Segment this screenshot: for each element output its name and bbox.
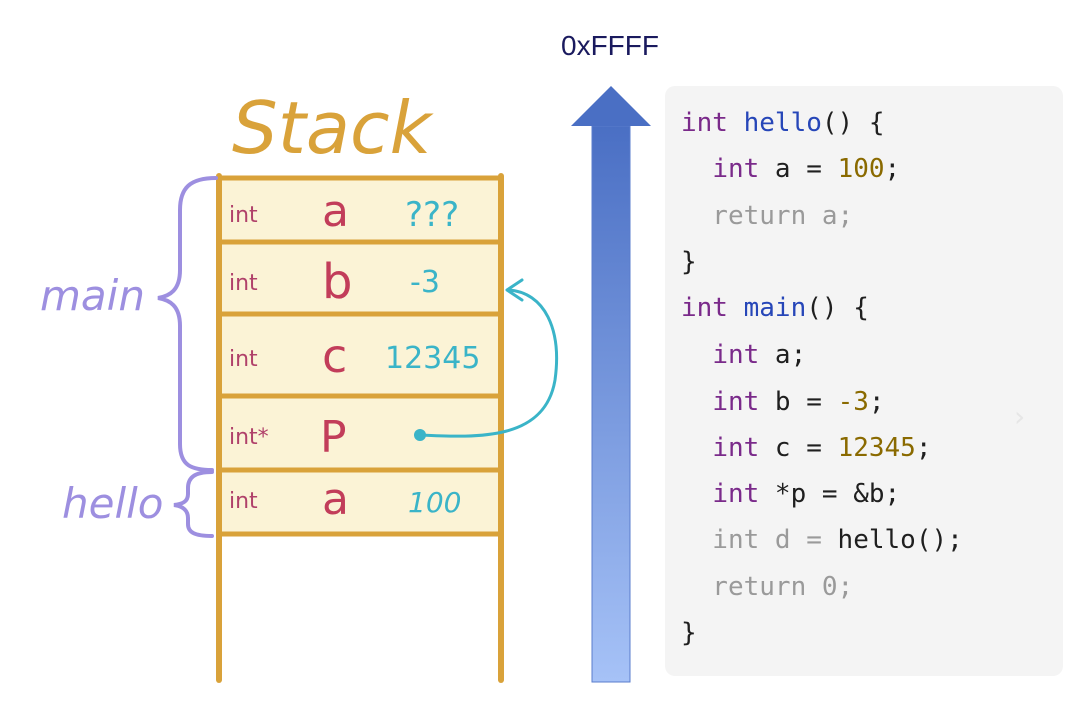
stack-slot-2-bg bbox=[219, 314, 501, 396]
code-token: hello(); bbox=[837, 525, 963, 555]
code-line: int d = hello(); bbox=[681, 517, 963, 563]
code-token: int bbox=[712, 340, 760, 370]
code-token: b = bbox=[759, 387, 838, 417]
frame-label-main: main bbox=[40, 271, 145, 320]
code-token: } bbox=[681, 247, 697, 277]
hello-brace bbox=[173, 470, 214, 538]
slot-name: b bbox=[322, 254, 352, 310]
address-arrow bbox=[571, 86, 651, 683]
code-token: -3 bbox=[837, 387, 869, 417]
code-token bbox=[681, 433, 712, 463]
address-label: 0xFFFF bbox=[561, 30, 659, 61]
stack-slot-1-bg bbox=[219, 242, 501, 314]
slot-name: P bbox=[320, 412, 347, 463]
stack-slot-2: int c 12345 bbox=[229, 329, 480, 383]
code-token: int d = bbox=[681, 525, 838, 555]
code-line: int *p = &b; bbox=[681, 471, 900, 517]
stack-slot-1: int b -3 bbox=[229, 254, 440, 310]
code-token: 12345 bbox=[837, 433, 916, 463]
code-line: } bbox=[681, 239, 697, 285]
stack-slot-3: int* P bbox=[229, 412, 426, 463]
stack-title: Stack bbox=[232, 86, 435, 170]
stack-slot-3-bg bbox=[219, 396, 501, 470]
code-token bbox=[681, 479, 712, 509]
code-line: int main() { bbox=[681, 285, 869, 331]
code-token: int bbox=[712, 479, 760, 509]
code-token: ; bbox=[884, 154, 901, 184]
code-line: int b = -3; bbox=[681, 379, 885, 425]
code-line: return a; bbox=[681, 193, 853, 239]
slot-value: ??? bbox=[405, 195, 459, 235]
code-line: return 0; bbox=[681, 564, 853, 610]
slot-type: int bbox=[229, 203, 258, 228]
code-token: int bbox=[712, 387, 760, 417]
code-token: c = bbox=[759, 433, 838, 463]
stack-slot-4: int a 100 bbox=[229, 474, 461, 525]
slot-type: int bbox=[229, 347, 258, 372]
slot-type: int bbox=[229, 489, 258, 514]
stack-slot-0-bg bbox=[219, 178, 501, 242]
code-token: a = bbox=[759, 154, 838, 184]
stack-slot-0: int a ??? bbox=[229, 186, 459, 237]
code-token: *p = &b; bbox=[759, 479, 901, 509]
code-token bbox=[681, 340, 712, 370]
stack-frame bbox=[216, 173, 504, 683]
code-line: int a = 100; bbox=[681, 146, 900, 192]
code-token: } bbox=[681, 618, 697, 648]
pointer-arrow bbox=[418, 288, 559, 438]
code-token: main bbox=[743, 293, 807, 323]
code-token: return a; bbox=[681, 201, 854, 231]
code-token: int bbox=[712, 154, 760, 184]
code-token: int bbox=[681, 108, 728, 138]
code-token: return 0; bbox=[681, 572, 854, 602]
code-token: int bbox=[681, 293, 728, 323]
slot-name: c bbox=[322, 329, 347, 383]
slot-name: a bbox=[322, 186, 349, 237]
code-panel: int hello() { int a = 100; return a;}int… bbox=[665, 86, 1063, 676]
code-line: int hello() { bbox=[681, 100, 885, 146]
stack-slot-4-bg bbox=[219, 470, 501, 534]
code-token bbox=[728, 293, 744, 323]
code-token bbox=[728, 108, 744, 138]
code-line: } bbox=[681, 610, 697, 656]
slot-value: -3 bbox=[410, 265, 440, 300]
code-token: ; bbox=[868, 387, 885, 417]
chevron-right-icon: › bbox=[1014, 400, 1026, 433]
code-line: int c = 12345; bbox=[681, 425, 932, 471]
code-token: hello bbox=[743, 108, 822, 138]
code-token: () { bbox=[806, 293, 869, 323]
slot-value: 12345 bbox=[385, 341, 480, 376]
slot-type: int bbox=[229, 271, 258, 296]
code-token bbox=[681, 387, 712, 417]
code-token bbox=[681, 154, 712, 184]
code-line: int a; bbox=[681, 332, 806, 378]
code-token: 100 bbox=[837, 154, 885, 184]
slot-type: int* bbox=[229, 425, 269, 450]
code-token: () { bbox=[821, 108, 885, 138]
frame-label-hello: hello bbox=[62, 479, 164, 528]
pointer-arrowhead bbox=[505, 278, 524, 302]
main-brace bbox=[157, 176, 218, 472]
slot-name: a bbox=[322, 474, 349, 525]
code-token: a; bbox=[759, 340, 807, 370]
code-token: int bbox=[712, 433, 760, 463]
slot-value: 100 bbox=[408, 486, 461, 519]
code-token: ; bbox=[915, 433, 932, 463]
